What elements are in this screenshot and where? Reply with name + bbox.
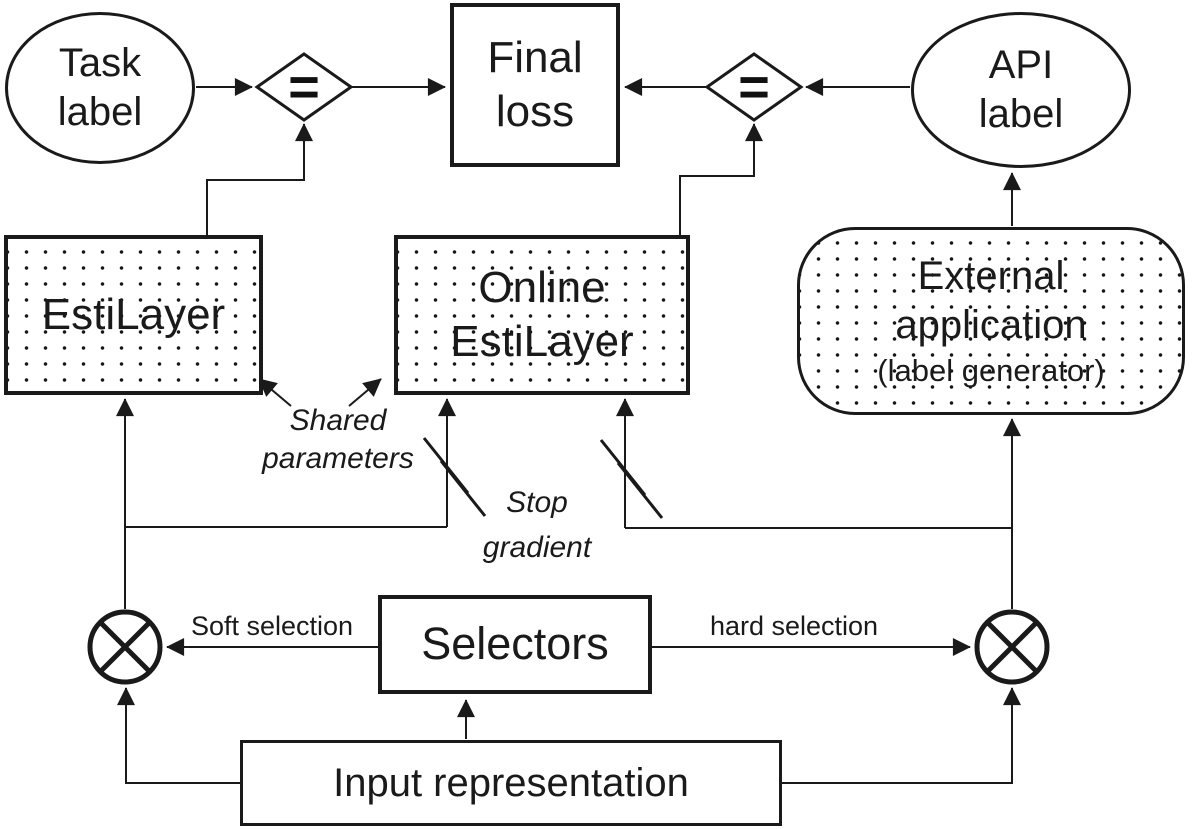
equals-sign-right: = — [724, 57, 784, 117]
selectors-text: Selectors — [421, 618, 609, 670]
multiply-icon — [87, 609, 163, 685]
node-task-label: Task label — [5, 12, 195, 164]
arrow-shared-to-online-estilayer — [348, 378, 382, 407]
external-application-text: External application — [895, 254, 1087, 348]
external-application-subtitle: (label generator) — [877, 352, 1105, 388]
node-estilayer: EstiLayer — [4, 235, 263, 395]
task-label-text: Task label — [57, 41, 143, 134]
node-online-estilayer: Online EstiLayer — [394, 235, 690, 395]
node-api-label: API label — [911, 12, 1131, 168]
stop-gradient-slashes — [422, 437, 664, 519]
input-representation-text: Input representation — [333, 760, 689, 805]
arrow-estilayer-to-equals-left — [206, 123, 313, 235]
equals-sign-left-text: = — [288, 57, 320, 117]
final-loss-text: Final loss — [487, 33, 583, 136]
arrow-online-estilayer-to-equals-right — [679, 123, 763, 235]
multiply-icon — [974, 609, 1050, 685]
arrow-input-to-left-multiplier — [117, 687, 240, 784]
stop-gradient-label: Stop gradient — [482, 486, 592, 564]
online-estilayer-text: Online EstiLayer — [450, 263, 634, 366]
equals-diamond-right — [704, 52, 804, 122]
shared-parameters-label: Shared parameters — [262, 404, 414, 475]
node-input-representation: Input representation — [240, 740, 782, 826]
estilayer-text: EstiLayer — [41, 290, 226, 340]
equals-diamond-left — [254, 52, 354, 122]
arrow-shared-to-estilayer — [258, 378, 292, 407]
stop-gradient-slash — [616, 462, 664, 519]
node-selectors: Selectors — [378, 595, 652, 694]
node-final-loss: Final loss — [450, 3, 620, 167]
equals-sign-right-text: = — [738, 57, 770, 117]
api-label-text: API label — [978, 43, 1064, 136]
hard-selection-label: hard selection — [709, 611, 879, 641]
stop-gradient-slash — [439, 460, 487, 517]
arrow-input-to-right-multiplier — [782, 687, 1021, 784]
node-external-application: External application (label generator) — [797, 227, 1185, 415]
soft-selection-label: Soft selection — [190, 611, 354, 641]
equals-sign-left: = — [274, 57, 334, 117]
